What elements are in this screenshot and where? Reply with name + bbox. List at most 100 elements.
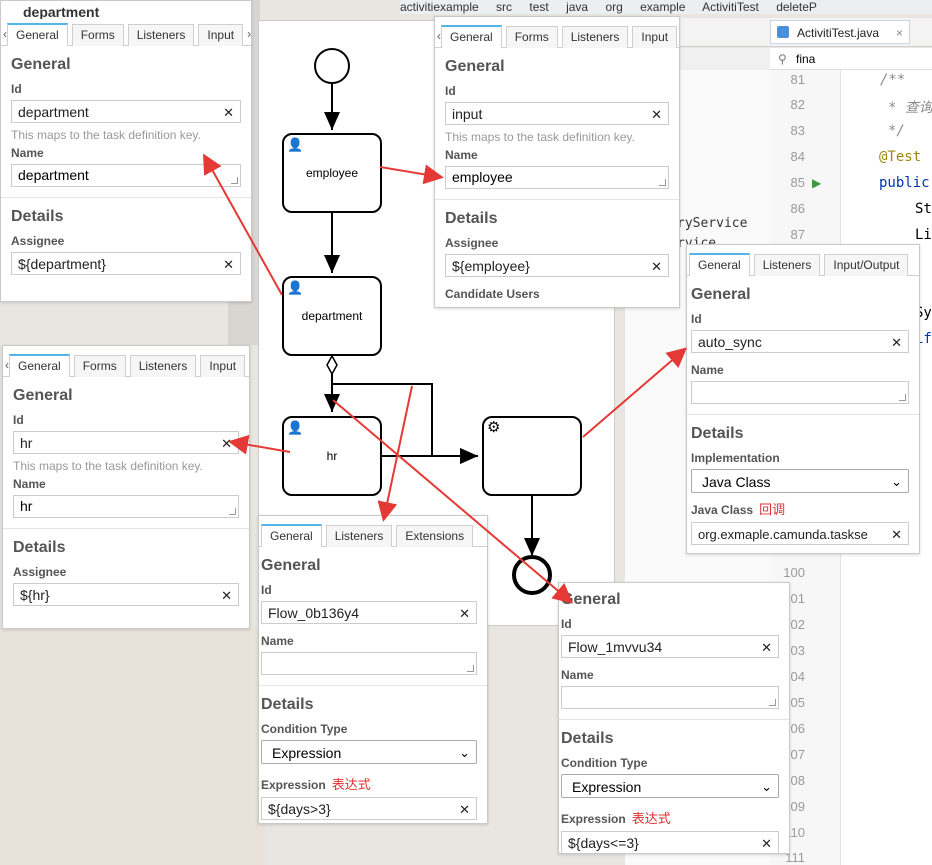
assignee-field[interactable]: ${department}✕ xyxy=(11,252,241,275)
service-task-auto-sync[interactable]: ⚙ xyxy=(482,416,582,496)
clear-icon[interactable]: ✕ xyxy=(891,335,902,350)
tab-listeners[interactable]: Listeners xyxy=(325,525,393,547)
tab-extensions[interactable]: Extensions xyxy=(396,525,474,547)
breadcrumb-item[interactable]: ActivitiTest xyxy=(702,0,759,14)
clear-icon[interactable]: ✕ xyxy=(221,588,232,603)
breadcrumb-item[interactable]: org xyxy=(605,0,623,14)
clear-icon[interactable]: ✕ xyxy=(223,257,234,272)
find-input[interactable]: ⚲ fina xyxy=(770,48,932,70)
name-label: Name xyxy=(11,146,44,160)
tab-general[interactable]: General xyxy=(261,524,322,547)
tab-input[interactable]: Input xyxy=(632,26,678,48)
clear-icon[interactable]: ✕ xyxy=(891,527,902,542)
tab-forms[interactable]: Forms xyxy=(71,24,124,46)
condition-type-label: Condition Type xyxy=(561,756,648,770)
name-field[interactable]: department xyxy=(11,164,241,187)
task-department[interactable]: 👤 department xyxy=(282,276,382,356)
task-hr[interactable]: 👤 hr xyxy=(282,416,382,496)
tab-listeners[interactable]: Listeners xyxy=(753,254,821,276)
line-number: 81 xyxy=(790,72,805,87)
breadcrumb-item[interactable]: deleteP xyxy=(776,0,817,14)
clear-icon[interactable]: ✕ xyxy=(459,606,470,621)
tab-listeners[interactable]: Listeners xyxy=(129,355,197,377)
annotation-note: 回调 xyxy=(759,502,786,517)
breadcrumb-item[interactable]: example xyxy=(640,0,686,14)
annotation-note: 表达式 xyxy=(331,777,371,792)
breadcrumb-item[interactable]: java xyxy=(566,0,589,14)
name-field[interactable] xyxy=(691,381,909,404)
tab-forms[interactable]: Forms xyxy=(505,26,558,48)
tab-input-output[interactable]: Input/Output xyxy=(824,254,909,276)
id-field[interactable]: department ✕ xyxy=(11,100,241,123)
tab-input[interactable]: Input xyxy=(200,355,246,377)
id-field[interactable]: Flow_0b136y4✕ xyxy=(261,601,477,624)
java-class-field[interactable]: org.exmaple.camunda.taskse ✕ xyxy=(691,522,909,545)
assignee-field[interactable]: ${hr}✕ xyxy=(13,583,239,606)
breadcrumb-item[interactable]: test xyxy=(529,0,549,14)
chevron-down-icon: ⌄ xyxy=(459,745,470,760)
name-label: Name xyxy=(691,363,724,377)
search-icon: ⚲ xyxy=(778,52,787,66)
tab-listeners[interactable]: Listeners xyxy=(127,24,195,46)
expression-field[interactable]: ${days>3}✕ xyxy=(261,797,477,820)
id-field[interactable]: auto_sync✕ xyxy=(691,330,909,353)
code-line: public xyxy=(879,175,930,191)
task-employee[interactable]: 👤 employee xyxy=(282,133,382,213)
name-label: Name xyxy=(561,668,594,682)
chevron-left-icon[interactable]: ‹ xyxy=(3,27,7,41)
tab-general[interactable]: General xyxy=(9,354,70,377)
expression-field[interactable]: ${days<=3}✕ xyxy=(561,831,779,853)
chevron-left-icon[interactable]: ‹ xyxy=(437,29,441,43)
editor-tab[interactable]: ActivitiTest.java × xyxy=(770,20,910,44)
clear-icon[interactable]: ✕ xyxy=(761,836,772,851)
breadcrumb-item[interactable]: activitiexample xyxy=(400,0,479,14)
tab-general[interactable]: General xyxy=(7,23,68,46)
line-number: 100 xyxy=(783,565,805,580)
section-details: Details xyxy=(261,696,314,713)
panel-employee: ‹ General Forms Listeners Input General … xyxy=(434,16,680,308)
id-field[interactable]: hr ✕ xyxy=(13,431,239,454)
section-details: Details xyxy=(561,730,614,747)
tab-general[interactable]: General xyxy=(441,25,502,48)
tab-input[interactable]: Input xyxy=(198,24,244,46)
panel-flow-0b136y4: General Listeners Extensions General Id … xyxy=(258,515,488,824)
tab-listeners[interactable]: Listeners xyxy=(561,26,629,48)
clear-icon[interactable]: ✕ xyxy=(459,802,470,817)
tab-forms[interactable]: Forms xyxy=(73,355,126,377)
clear-icon[interactable]: ✕ xyxy=(761,640,772,655)
implementation-select[interactable]: Java Class⌄ xyxy=(691,469,909,493)
condition-type-select[interactable]: Expression⌄ xyxy=(261,740,477,764)
id-field[interactable]: input✕ xyxy=(445,102,669,125)
breadcrumb-item[interactable]: src xyxy=(496,0,513,14)
task-label: hr xyxy=(326,449,338,463)
name-field[interactable] xyxy=(261,652,477,675)
implementation-value: Java Class xyxy=(702,474,771,490)
name-field[interactable]: employee xyxy=(445,166,669,189)
assignee-field[interactable]: ${employee}✕ xyxy=(445,254,669,277)
id-value: department xyxy=(18,104,89,120)
clear-icon[interactable]: ✕ xyxy=(221,436,232,451)
id-value: hr xyxy=(20,435,33,451)
user-icon: 👤 xyxy=(287,280,304,295)
assignee-label: Assignee xyxy=(13,565,67,579)
id-field[interactable]: Flow_1mvvu34✕ xyxy=(561,635,779,658)
run-icon[interactable]: ▶ xyxy=(812,176,822,190)
panel-title: department xyxy=(23,5,100,19)
tab-general[interactable]: General xyxy=(689,253,750,276)
java-class-value: org.exmaple.camunda.taskse xyxy=(698,527,868,542)
code-line: */ xyxy=(888,123,905,139)
name-field[interactable] xyxy=(561,686,779,709)
condition-type-select[interactable]: Expression⌄ xyxy=(561,774,779,798)
close-icon[interactable]: × xyxy=(895,26,903,40)
clear-icon[interactable]: ✕ xyxy=(223,105,234,120)
name-value: department xyxy=(18,167,89,183)
chevron-right-icon[interactable]: › xyxy=(247,27,252,41)
chevron-left-icon[interactable]: ‹ xyxy=(5,358,9,372)
id-label: Id xyxy=(13,413,24,427)
background-area xyxy=(0,628,265,865)
chevron-right-icon[interactable]: › xyxy=(249,354,250,376)
clear-icon[interactable]: ✕ xyxy=(651,259,662,274)
clear-icon[interactable]: ✕ xyxy=(651,107,662,122)
name-field[interactable]: hr xyxy=(13,495,239,518)
